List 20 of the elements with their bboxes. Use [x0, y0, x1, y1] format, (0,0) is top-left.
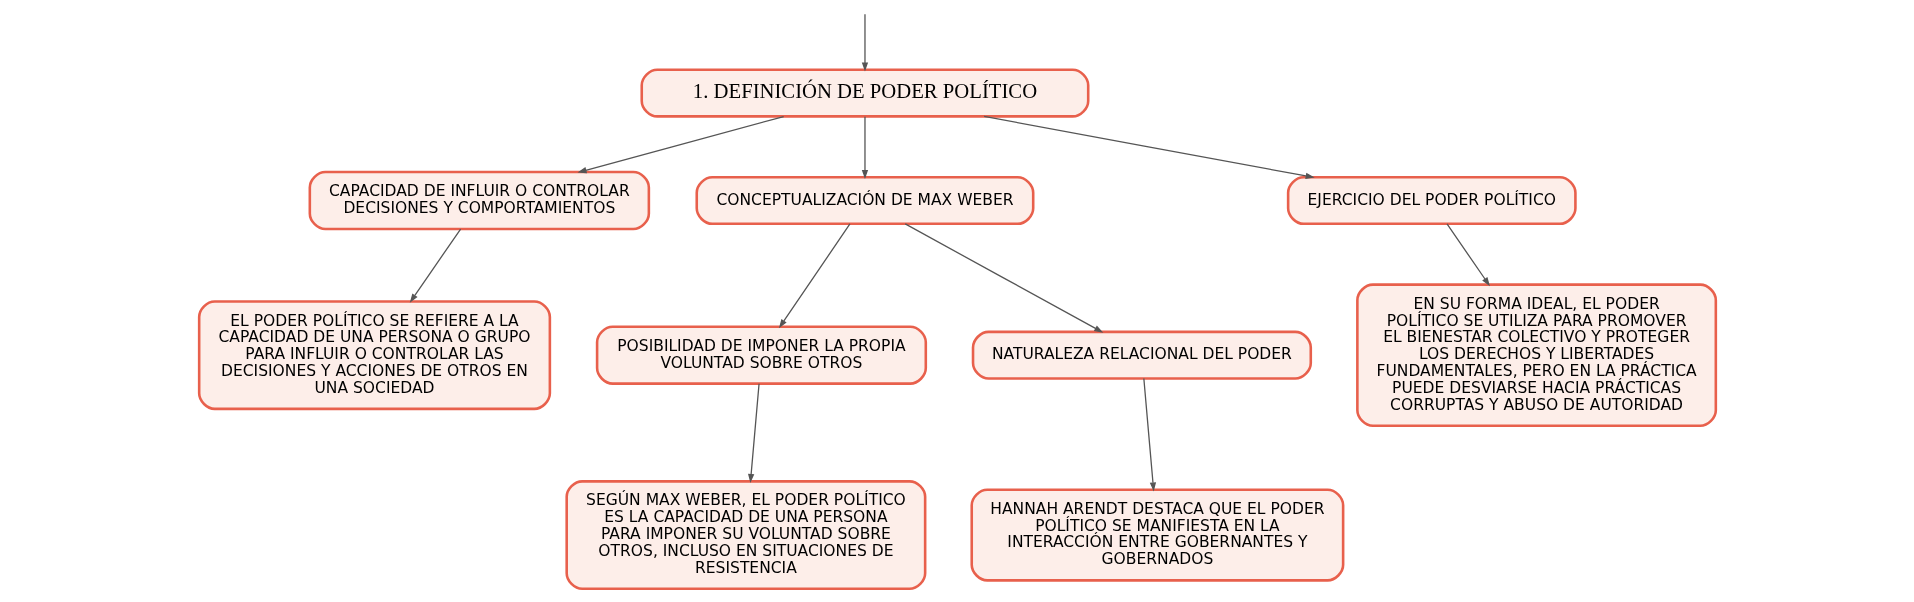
arrow	[1445, 223, 1490, 287]
arrow	[778, 223, 851, 329]
node-box: CAPACIDAD DE INFLUIR O CONTROLAR DECISIONES Y COMPORTAMIENTOS	[308, 170, 650, 231]
arrow	[904, 223, 1103, 333]
node-box: EJERCICIO DEL PODER POLÍTICO	[1286, 175, 1577, 226]
node-box: HANNAH ARENDT DESTACA QUE EL PODER POLÍTICO SE MANIFIESTA EN LA INTERACCIÓN ENTRE GOBERNANTES Y GOBERNADOS	[969, 488, 1344, 582]
arrow	[409, 228, 461, 303]
node-box: NATURALEZA RELACIONAL DEL PODER	[971, 330, 1312, 380]
node-box: POSIBILIDAD DE IMPONER LA PROPIA VOLUNTAD SOBRE OTROS	[595, 325, 927, 385]
arrow	[577, 115, 784, 174]
arrow	[747, 383, 760, 483]
node-box: 1. DEFINICIÓN DE PODER POLÍTICO	[639, 68, 1089, 118]
arrow	[861, 116, 868, 179]
arrow	[861, 13, 868, 72]
arrow	[1142, 377, 1156, 492]
node-box: EN SU FORMA IDEAL, EL PODER POLÍTICO SE UTILIZA PARA PROMOVER EL BIENESTAR COLECTIVO Y PROTEGER LOS DERECHOS Y LIBERTADES FUNDAMENTALES, PERO EN LA PRÁCTICA PUEDE DESVIARSE HACIA PRÁCTICAS CORRUPTAS Y ABUSO DE AUTORIDAD	[1355, 283, 1717, 427]
node-box: EL PODER POLÍTICO SE REFIERE A LA CAPACIDAD DE UNA PERSONA O GRUPO PARA INFLUIR O CONTROLAR LAS DECISIONES Y ACCIONES DE OTROS EN UNA SOCIEDAD	[197, 300, 551, 411]
node-box: SEGÚN MAX WEBER, EL PODER POLÍTICO ES LA CAPACIDAD DE UNA PERSONA PARA IMPONER SU VOLUNTAD SOBRE OTROS, INCLUSO EN SITUACIONES DE RESISTENCIA	[564, 480, 926, 591]
arrow	[983, 115, 1315, 180]
node-box: CONCEPTUALIZACIÓN DE MAX WEBER	[694, 175, 1034, 226]
